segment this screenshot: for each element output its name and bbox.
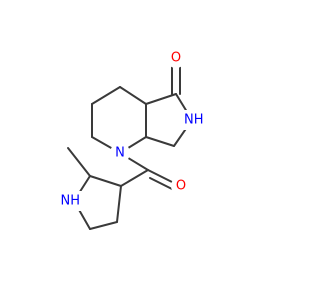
ketone-oxygen-label: O (171, 51, 181, 66)
double-bond (147, 169, 177, 185)
bond (145, 136, 175, 147)
bond (116, 185, 122, 223)
atom-layer: O NH N O NH (55, 48, 206, 211)
bond (91, 86, 121, 105)
molecule-structure: O NH N O NH (55, 48, 206, 230)
bond (89, 221, 118, 230)
lactam-nh-label: NH (184, 113, 204, 128)
ring-nitrogen-atom: N (110, 143, 130, 163)
amide-oxygen-label: O (176, 179, 186, 194)
ketone-oxygen-atom: O (166, 48, 186, 68)
bond (119, 86, 147, 105)
bond (145, 93, 177, 105)
bond-layer (67, 59, 193, 230)
amide-oxygen-atom: O (171, 176, 191, 196)
bond (89, 175, 122, 187)
bond (67, 147, 91, 177)
ring-nitrogen-label: N (115, 146, 125, 161)
pyrrolidine-nh-label: NH (61, 194, 81, 209)
pyrrolidine-nh-atom: NH (55, 191, 83, 211)
lactam-nh-atom: NH (180, 110, 206, 130)
bond (120, 169, 149, 187)
